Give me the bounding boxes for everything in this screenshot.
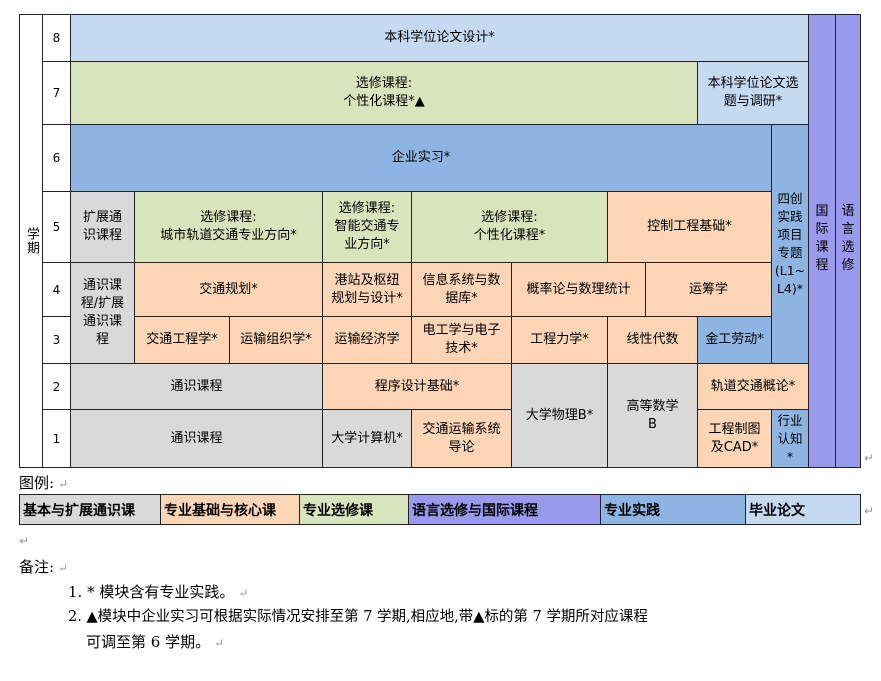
traffic-planning-cell: 交通规划*	[134, 262, 323, 317]
paragraph-mark: ↵	[19, 534, 30, 548]
semester-2-number: 2	[42, 363, 71, 410]
paragraph-mark: ↵	[864, 504, 875, 518]
linear-algebra-cell: 线性代数	[607, 316, 698, 364]
legend-general-course: 基本与扩展通识课	[19, 494, 161, 525]
port-hub-planning-cell: 港站及枢纽 规划与设计*	[322, 262, 412, 317]
elective-personalized-s7-cell: 选修课程: 个性化课程*▲	[70, 61, 698, 125]
extended-general-course-cell: 扩展通 识课程	[70, 191, 135, 263]
semester-1-number: 1	[42, 409, 71, 468]
programming-basics-cell: 程序设计基础*	[322, 363, 512, 410]
thesis-topic-cell: 本科学位论文选 题与调研*	[697, 61, 809, 125]
engineering-drawing-cell: 工程制图 及CAD*	[697, 409, 772, 468]
semester-5-number: 5	[42, 191, 71, 263]
notes-title: 备注:↵	[19, 558, 69, 576]
general-course-s3-s4-cell: 通识课 程/扩展 通识课 程	[70, 262, 135, 364]
college-physics-cell: 大学物理B*	[511, 363, 608, 468]
semester-3-number: 3	[42, 316, 71, 364]
international-course-cell: 国 际 课 程	[808, 14, 836, 468]
control-engineering-cell: 控制工程基础*	[607, 191, 772, 263]
note-1: 1. * 模块含有专业实践。↵	[68, 583, 249, 601]
semester-7-number: 7	[42, 61, 71, 125]
metalwork-labor-cell: 金工劳动*	[697, 316, 772, 364]
language-elective-cell: 语 言 选 修	[835, 14, 861, 468]
operations-research-cell: 运筹学	[645, 262, 772, 317]
legend-core-course: 专业基础与核心课	[160, 494, 300, 525]
legend-title: 图例:↵	[19, 474, 69, 492]
paragraph-mark: ↵	[864, 451, 875, 465]
legend-language-international: 语言选修与国际课程	[408, 494, 601, 525]
probability-statistics-cell: 概率论与数理统计	[511, 262, 646, 317]
information-system-cell: 信息系统与数 据库*	[411, 262, 512, 317]
general-course-s1-cell: 通识课程	[70, 409, 323, 468]
elective-urban-rail-cell: 选修课程: 城市轨道交通专业方向*	[134, 191, 323, 263]
transport-economics-cell: 运输经济学	[322, 316, 412, 364]
general-course-s2-cell: 通识课程	[70, 363, 323, 410]
note-2: 2. ▲模块中企业实习可根据实际情况安排至第 7 学期,相应地,带▲标的第 7 …	[68, 609, 648, 625]
legend-elective-course: 专业选修课	[299, 494, 409, 525]
elective-personalized-s5-cell: 选修课程: 个性化课程*	[411, 191, 608, 263]
legend-thesis: 毕业论文	[745, 494, 861, 525]
transport-organization-cell: 运输组织学*	[229, 316, 323, 364]
note-2-continued: 可调至第 6 学期。↵	[86, 633, 225, 651]
legend-practice: 专业实践	[600, 494, 746, 525]
engineering-mechanics-cell: 工程力学*	[511, 316, 608, 364]
thesis-design-cell: 本科学位论文设计*	[70, 14, 809, 62]
industry-cognition-cell: 行业 认知 *	[771, 409, 809, 468]
enterprise-internship-cell: 企业实习*	[70, 124, 772, 192]
electrical-electronics-cell: 电工学与电子 技术*	[411, 316, 512, 364]
innovation-project-cell: 四创 实践 项目 专题 (L1~ L4)*	[771, 124, 809, 364]
semester-6-number: 6	[42, 124, 71, 192]
semester-4-number: 4	[42, 262, 71, 317]
semester-column-label: 学期	[19, 14, 43, 468]
transport-system-intro-cell: 交通运输系统 导论	[411, 409, 512, 468]
elective-smart-transport-cell: 选修课程: 智能交通专 业方向*	[322, 191, 412, 263]
college-computer-cell: 大学计算机*	[322, 409, 412, 468]
traffic-engineering-cell: 交通工程学*	[134, 316, 230, 364]
rail-transit-intro-cell: 轨道交通概论*	[697, 363, 809, 410]
semester-8-number: 8	[42, 14, 71, 62]
advanced-math-cell: 高等数学 B	[607, 363, 698, 468]
